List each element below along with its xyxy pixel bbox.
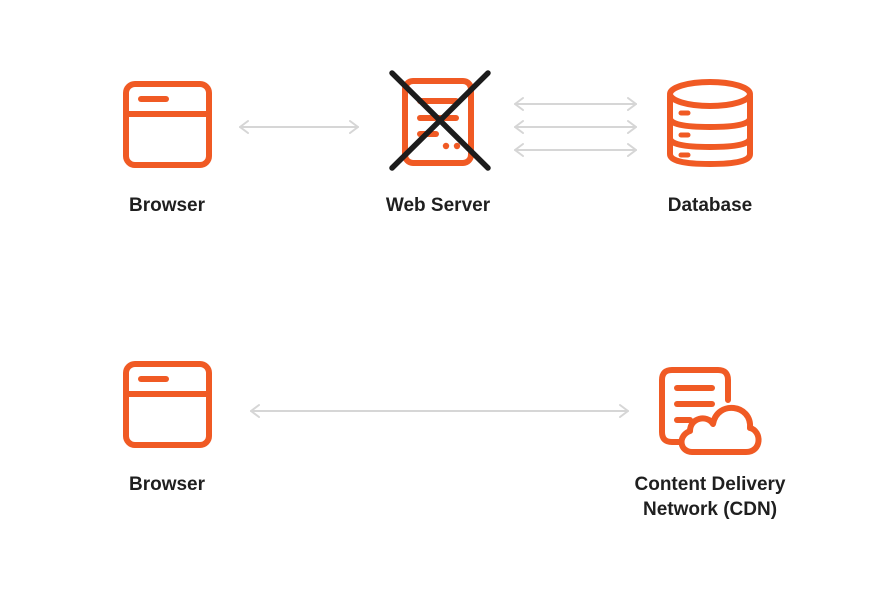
browser-label-top: Browser	[128, 195, 206, 216]
web-server-label: Web Server	[385, 195, 491, 216]
cdn-label-line1: Content Delivery	[634, 474, 786, 495]
server-status-dots	[442, 142, 461, 150]
cdn-label-line2: Network (CDN)	[642, 499, 778, 520]
cdn-document-cloud-icon	[659, 367, 762, 455]
server-database-arrows	[514, 97, 637, 157]
cross-out-icon	[389, 70, 491, 171]
browser-label-bottom: Browser	[128, 474, 206, 495]
database-label: Database	[667, 195, 753, 216]
database-icon	[667, 79, 753, 167]
cloud-icon	[678, 405, 762, 455]
document-icon	[659, 367, 731, 445]
browser-window-icon-bottom	[123, 361, 212, 448]
database-indicator-dots	[678, 110, 691, 158]
browser-cdn-arrow	[250, 404, 629, 418]
browser-window-icon	[123, 81, 212, 168]
browser-server-arrow	[239, 120, 359, 134]
